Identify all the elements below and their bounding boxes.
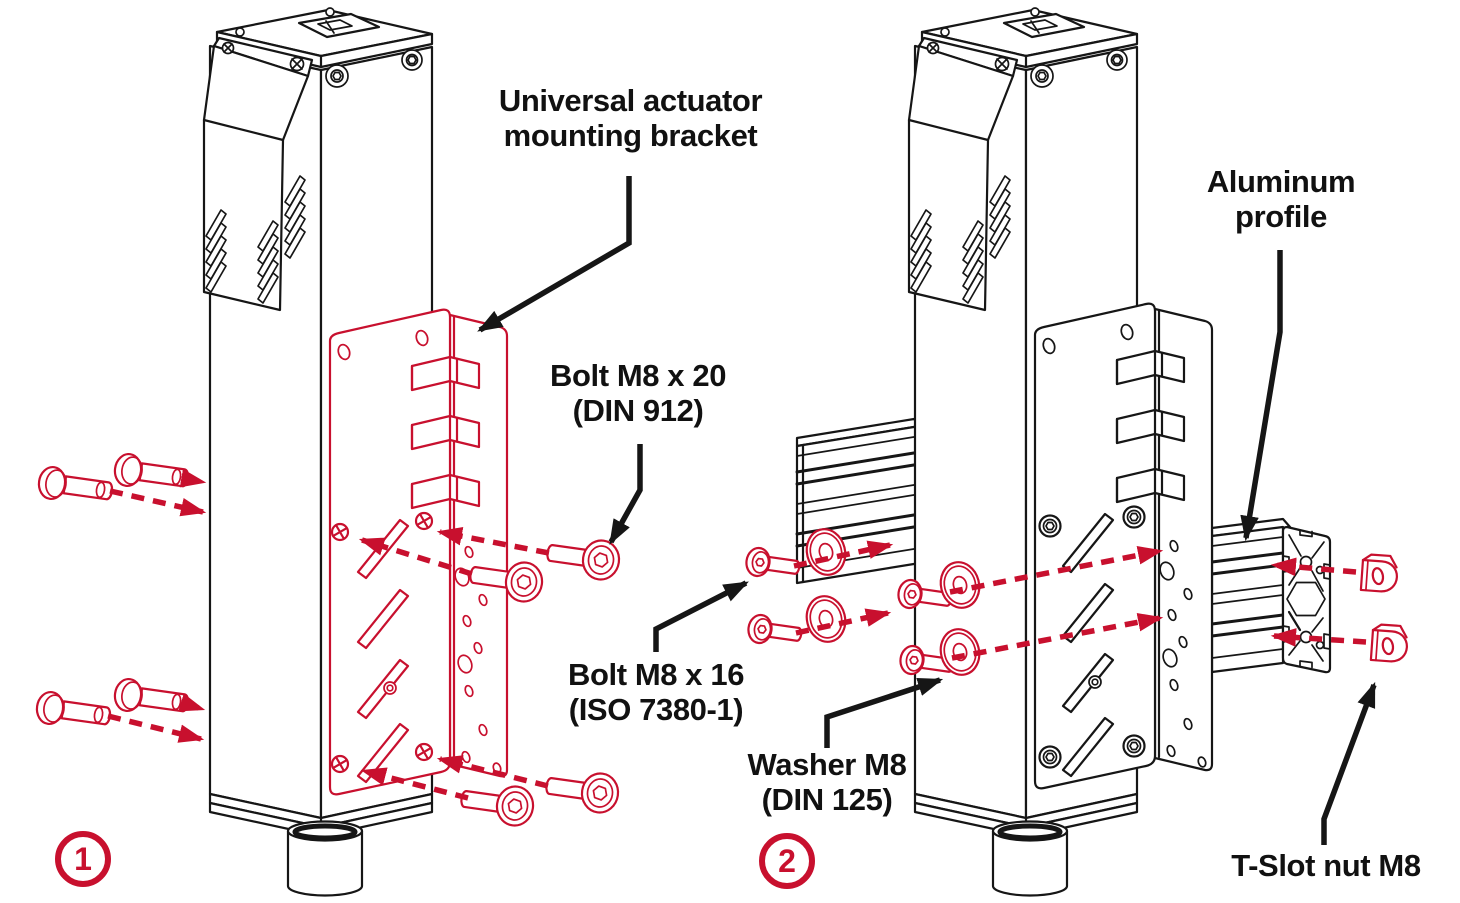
insertion-arrow-icon — [179, 468, 207, 488]
label-bolt-m8x20: Bolt M8 x 20 (DIN 912) — [508, 358, 768, 428]
insertion-arrow-icon — [436, 526, 550, 556]
aluminum-profile-right-drawing — [1210, 517, 1332, 674]
label-washer-m8: Washer M8 (DIN 125) — [697, 747, 957, 817]
label-aluminum-profile: Aluminum profile — [1161, 164, 1401, 234]
leader-washer-m8 — [824, 677, 944, 748]
insertion-arrow-icon — [109, 488, 207, 517]
insertion-arrow-icon — [793, 540, 894, 569]
mounting-bracket-attached-drawing — [1035, 304, 1212, 789]
label-universal-bracket: Universal actuator mounting bracket — [438, 83, 823, 153]
t-slot-nut-icon — [1369, 622, 1410, 664]
leader-universal-bracket — [477, 176, 632, 333]
insertion-arrow-icon — [436, 755, 549, 789]
socket-screw-head-icon — [1040, 747, 1061, 768]
socket-head-bolt-icon — [35, 464, 116, 509]
step-2-figure — [745, 8, 1410, 896]
label-line: Washer M8 — [747, 747, 907, 782]
leader-aluminum-profile — [1240, 250, 1283, 542]
insertion-arrow-icon — [107, 713, 205, 743]
button-head-bolt-icon — [745, 547, 801, 582]
insertion-arrow-icon — [949, 546, 1164, 595]
leader-bolt-m8x20 — [608, 444, 643, 545]
label-line: Bolt M8 x 16 — [567, 657, 745, 692]
step2-right-fasteners — [949, 546, 1410, 664]
label-line: Universal actuator — [498, 83, 763, 118]
label-tslot-nut: T-Slot nut M8 — [1166, 848, 1460, 884]
label-line: Aluminum — [1206, 164, 1356, 199]
socket-screw-head-icon — [1124, 507, 1145, 528]
insertion-arrow-icon — [358, 537, 473, 577]
label-bolt-m8x16: Bolt M8 x 16 (ISO 7380-1) — [526, 657, 786, 727]
leader-tslot-nut — [1321, 681, 1377, 845]
socket-screw-head-icon — [1124, 736, 1145, 757]
insertion-arrow-icon — [1270, 628, 1367, 647]
step-1-badge: 1 — [55, 831, 111, 887]
leader-bolt-m8x16 — [653, 580, 749, 652]
step1-insertion-arrows — [107, 468, 550, 801]
mounting-bracket-drawing — [330, 310, 507, 795]
label-line: profile — [1235, 198, 1327, 234]
socket-head-bolt-icon — [457, 778, 537, 829]
socket-head-bolt-icon — [111, 676, 192, 721]
insertion-arrow-icon — [951, 612, 1164, 661]
socket-head-bolt-icon — [111, 451, 192, 496]
step-1-figure — [33, 8, 623, 896]
socket-head-bolt-icon — [542, 765, 622, 816]
step-number: 1 — [74, 841, 92, 877]
label-line: (DIN 912) — [572, 392, 704, 428]
label-line: T-Slot nut M8 — [1231, 848, 1421, 883]
socket-screw-head-icon — [1040, 516, 1061, 537]
flat-screw-icon — [414, 742, 434, 762]
button-head-bolt-icon — [747, 614, 803, 649]
washer-icon — [800, 590, 852, 648]
step-2-badge: 2 — [759, 833, 815, 889]
label-line: (DIN 125) — [761, 781, 893, 817]
socket-head-bolt-icon — [33, 689, 114, 734]
flat-screw-icon — [330, 754, 350, 774]
label-line: Bolt M8 x 20 — [549, 358, 727, 393]
flat-screw-icon — [330, 522, 350, 542]
label-line: (ISO 7380-1) — [568, 691, 744, 727]
label-leader-arrows — [477, 176, 1377, 845]
insertion-arrow-icon — [795, 608, 892, 636]
t-slot-nut-icon — [1359, 552, 1400, 594]
insertion-arrow-icon — [360, 767, 469, 801]
flat-screw-icon — [414, 511, 434, 531]
insertion-arrow-icon — [178, 693, 206, 712]
insertion-arrow-icon — [1270, 557, 1357, 577]
label-line: mounting bracket — [503, 117, 758, 153]
step-number: 2 — [778, 843, 796, 879]
step2-outer-fasteners — [745, 523, 894, 649]
